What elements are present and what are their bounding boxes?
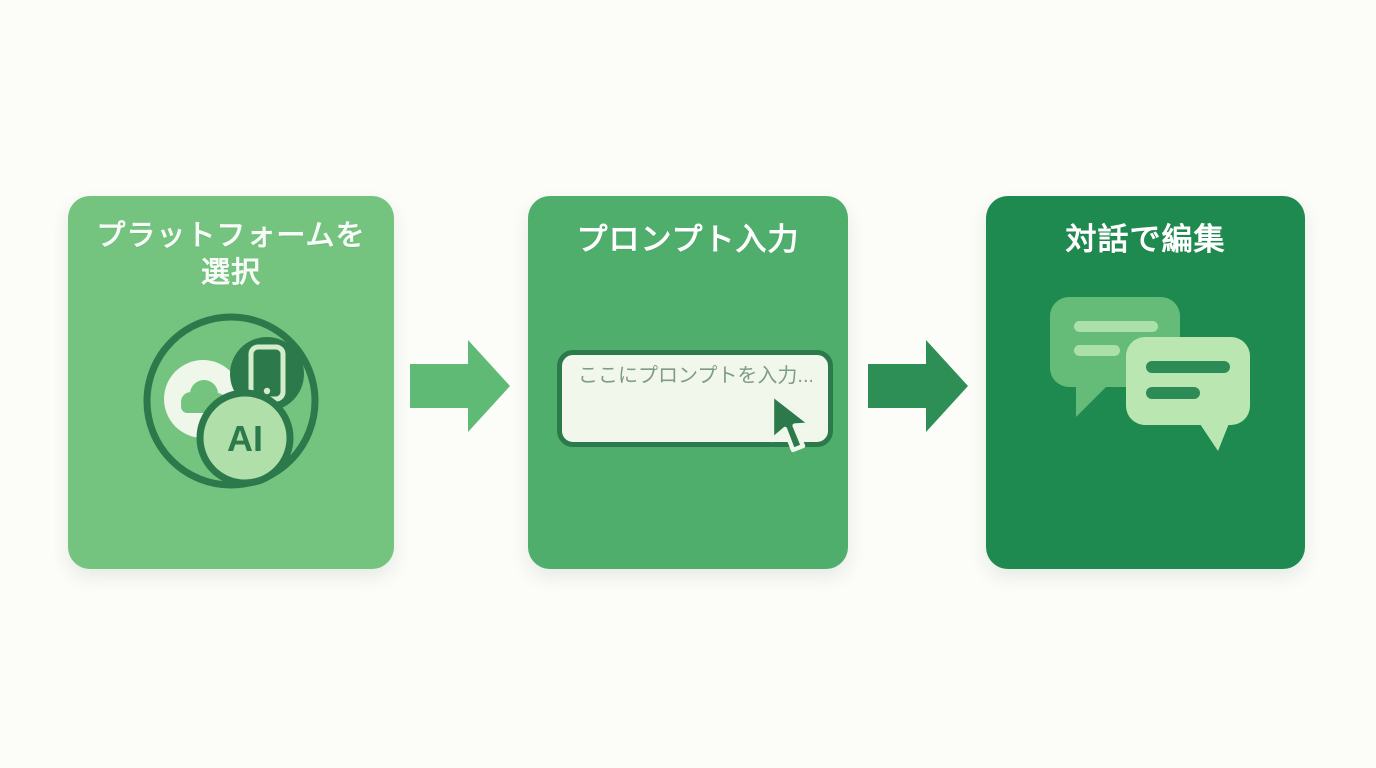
step-card-prompt-input[interactable]: プロンプト入力 [528,196,848,569]
platform-cloud-phone-ai-icon: AI [143,313,319,489]
ai-badge-icon: AI [196,389,294,487]
step1-title: プラットフォームを 選択 [68,196,394,292]
step3-icon-wrap [986,291,1305,455]
chat-bubbles-icon [1049,297,1250,451]
cursor-pointer-icon [769,392,814,453]
platform-ring-icon [143,313,319,489]
step1-title-line1: プラットフォームを [96,220,366,252]
arrow-right-icon-1 [410,340,510,432]
ai-badge-label: AI [227,418,263,459]
step-card-edit-dialog[interactable]: 対話で編集 [986,196,1305,569]
step3-title: 対話で編集 [1065,222,1226,257]
arrow-right-icon-2 [868,340,968,432]
step-card-select-platform[interactable]: プラットフォームを 選択 [68,196,394,569]
step2-title: プロンプト入力 [576,222,800,257]
step1-title-line2: 選択 [200,257,261,289]
chat-bubble-front-icon [1125,337,1250,451]
step1-icon-wrap: AI [68,292,394,500]
cloud-icon [164,360,242,438]
